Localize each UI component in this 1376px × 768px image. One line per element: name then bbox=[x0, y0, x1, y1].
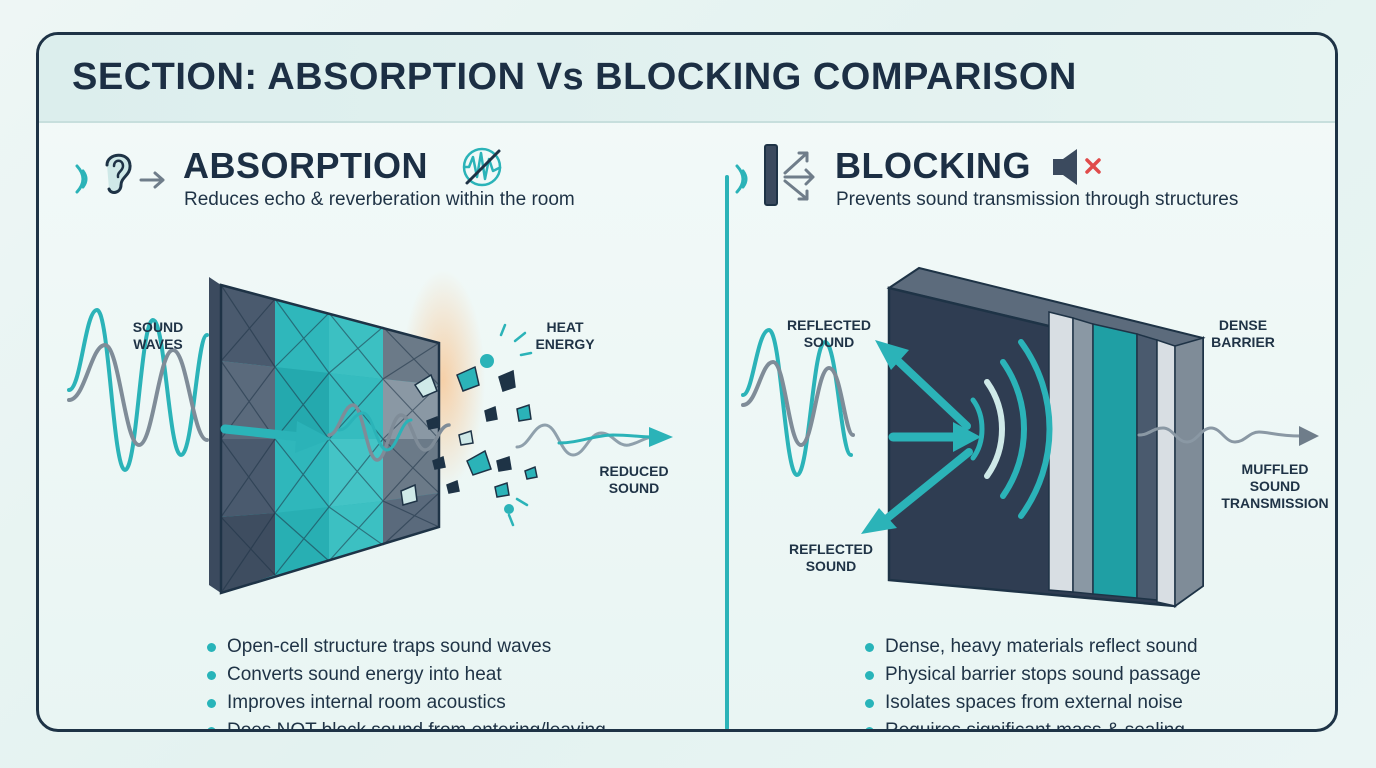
list-item: Converts sound energy into heat bbox=[205, 661, 606, 689]
ear-icon bbox=[105, 153, 132, 194]
muffled-sound-label: MUFFLED SOUND TRANSMISSION bbox=[1221, 461, 1329, 511]
panel-side bbox=[209, 277, 221, 593]
list-item: Dense, heavy materials reflect sound bbox=[863, 633, 1201, 661]
list-item: Improves internal room acoustics bbox=[205, 689, 606, 717]
reflected-sound-bottom-label: REFLECTED SOUND bbox=[789, 541, 873, 574]
incoming-wave-gray bbox=[741, 359, 855, 448]
reflection-arcs bbox=[970, 339, 1053, 519]
muffled-arrowhead bbox=[1299, 426, 1319, 446]
pane-divider bbox=[725, 175, 729, 729]
arrow-right-icon bbox=[139, 171, 165, 189]
attenuated-wave bbox=[327, 403, 451, 462]
absorption-subtitle: Reduces echo & reverberation within the … bbox=[184, 189, 575, 210]
speaker-muted-icon bbox=[1053, 149, 1101, 185]
heat-fragments bbox=[400, 365, 538, 506]
list-item: Open-cell structure traps sound waves bbox=[205, 633, 606, 661]
comparison-frame: SECTION: ABSORPTION Vs BLOCKING COMPARIS… bbox=[36, 32, 1338, 732]
dense-barrier-label: DENSE BARRIER bbox=[1211, 317, 1275, 350]
blocking-diagram bbox=[741, 266, 1319, 608]
sound-waves-icon bbox=[75, 164, 88, 194]
blocking-bullets: Dense, heavy materials reflect sound Phy… bbox=[863, 633, 1201, 729]
reflected-arrow-bottom bbox=[881, 448, 973, 524]
absorption-diagram bbox=[67, 270, 673, 595]
list-item: Does NOT block sound from entering/leavi… bbox=[205, 717, 606, 729]
reduced-sound-label: REDUCED SOUND bbox=[599, 463, 669, 496]
reflected-arrow-top bbox=[893, 356, 971, 430]
sound-waves-label: SOUND WAVES bbox=[132, 319, 184, 352]
wall-reflect-icon bbox=[764, 144, 815, 206]
heat-energy-label: HEAT ENERGY bbox=[535, 319, 595, 352]
list-item: Requires significant mass & sealing bbox=[863, 717, 1201, 729]
incoming-wave-teal bbox=[741, 327, 853, 478]
blocking-subtitle: Prevents sound transmission through stru… bbox=[836, 189, 1239, 210]
absorption-title: ABSORPTION bbox=[183, 145, 429, 186]
sound-waves-icon bbox=[735, 164, 748, 194]
incoming-arrow bbox=[220, 424, 306, 442]
reflected-sound-top-label: REFLECTED SOUND bbox=[787, 317, 871, 350]
muffled-wave bbox=[1137, 426, 1303, 444]
reduced-wave-arrowhead bbox=[649, 427, 673, 447]
waveform-slash-icon bbox=[462, 147, 502, 187]
page-title: SECTION: ABSORPTION Vs BLOCKING COMPARIS… bbox=[72, 56, 1077, 98]
incoming-wave-gray bbox=[67, 342, 209, 448]
incoming-wave-teal bbox=[67, 307, 209, 473]
list-item: Isolates spaces from external noise bbox=[863, 689, 1201, 717]
absorption-bullets: Open-cell structure traps sound waves Co… bbox=[205, 633, 606, 729]
dense-barrier-block bbox=[886, 266, 1206, 608]
reduced-wave bbox=[515, 423, 655, 457]
list-item: Physical barrier stops sound passage bbox=[863, 661, 1201, 689]
blocking-title: BLOCKING bbox=[835, 145, 1031, 186]
section-header: SECTION: ABSORPTION Vs BLOCKING COMPARIS… bbox=[39, 35, 1335, 123]
